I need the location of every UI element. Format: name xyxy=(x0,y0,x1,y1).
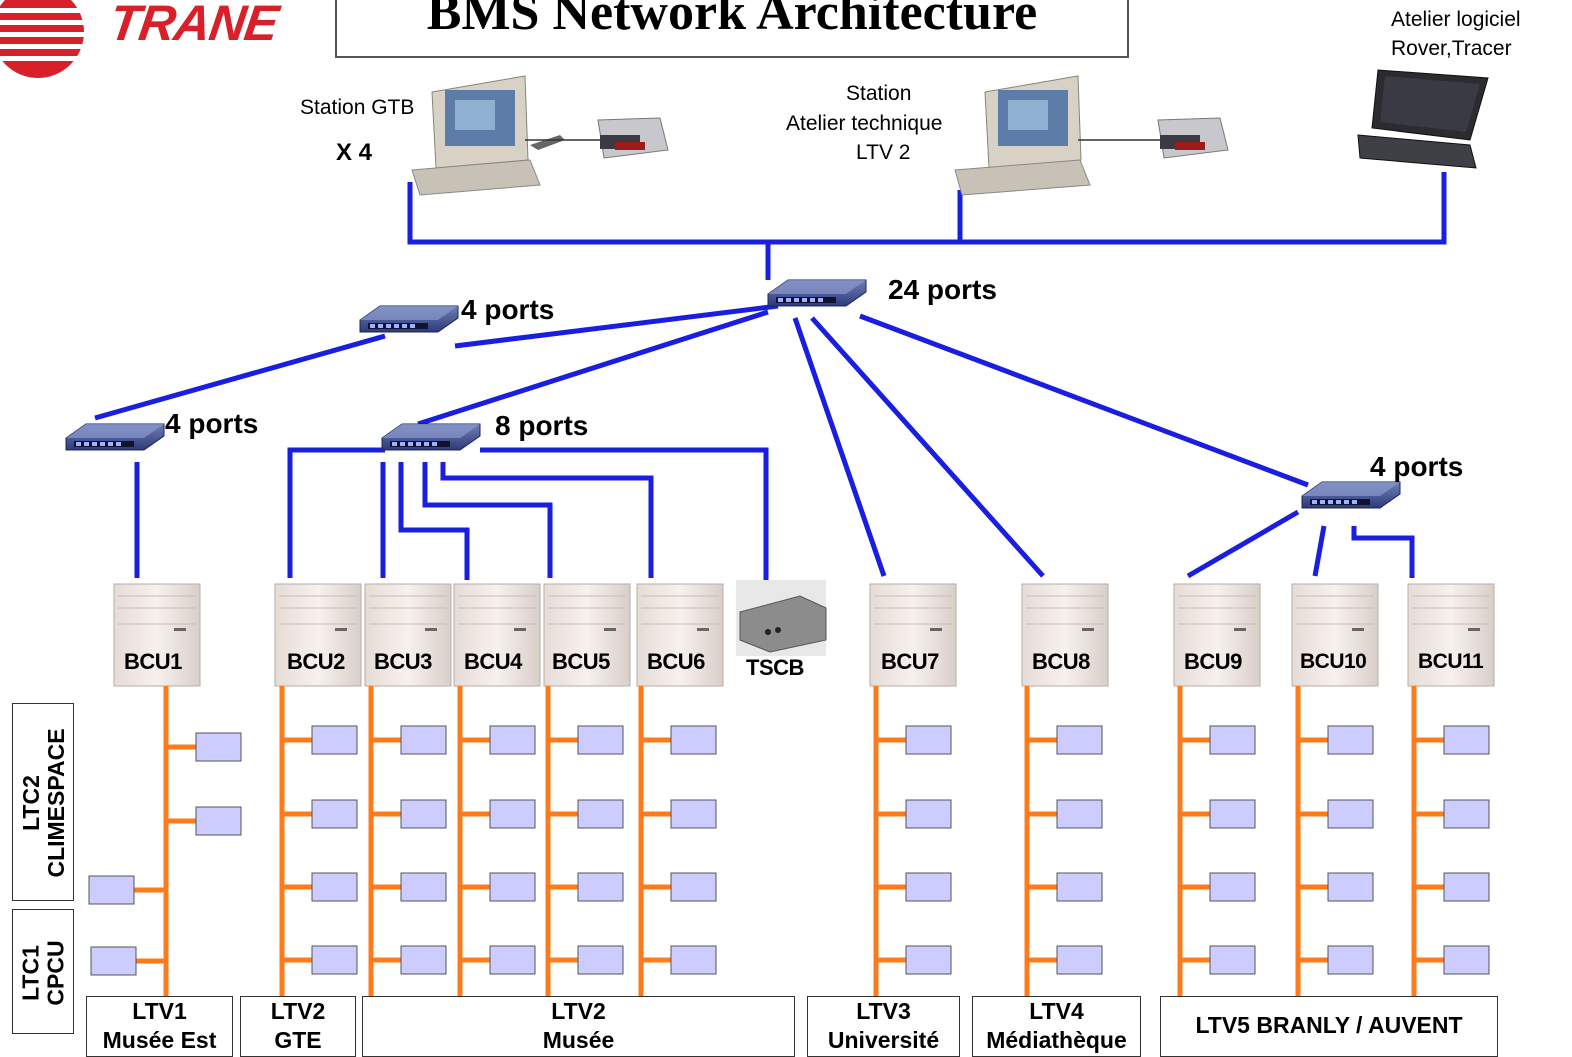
field-device-box xyxy=(670,725,717,755)
field-device-box xyxy=(195,732,242,762)
field-bus-stubs xyxy=(282,737,1444,963)
side-label-ltc2: LTC2 CLIMESPACE xyxy=(18,728,69,878)
field-device-box xyxy=(489,799,536,829)
side-label-ltc1-box: LTC1 CPCU xyxy=(12,909,74,1034)
field-device-box xyxy=(1443,945,1490,975)
side-label-ltc1: LTC1 CPCU xyxy=(17,940,69,1006)
field-device-box xyxy=(1443,725,1490,755)
controller-label-bcu4: BCU4 xyxy=(464,649,522,674)
controller-label-tscb: TSCB xyxy=(746,655,804,680)
field-device-box xyxy=(670,872,717,902)
switch-label-8-ports: 8 ports xyxy=(495,410,589,441)
field-device-box xyxy=(1327,872,1374,902)
field-device-box xyxy=(1327,725,1374,755)
field-device-box xyxy=(1327,799,1374,829)
atelier-workstation-icon xyxy=(954,75,1091,196)
field-device-box xyxy=(489,725,536,755)
field-device-box xyxy=(88,875,135,905)
field-device-box xyxy=(195,806,242,836)
atelier-station-label: Station xyxy=(846,82,912,105)
controller-label-bcu3: BCU3 xyxy=(374,649,432,674)
field-device-box xyxy=(1056,799,1103,829)
switch-label-4-ports: 4 ports xyxy=(1370,451,1464,482)
switch-label-24-ports: 24 ports xyxy=(888,274,997,305)
field-device-box xyxy=(90,946,137,976)
switch-24-ports-icon xyxy=(767,279,867,307)
tscb-device-icon xyxy=(736,580,827,656)
software-workstation-label: Atelier logiciel xyxy=(1391,8,1521,31)
field-device-box xyxy=(400,725,447,755)
field-device-box xyxy=(905,945,952,975)
field-device-box xyxy=(577,799,624,829)
field-device-box xyxy=(577,945,624,975)
printer-icon xyxy=(525,117,669,159)
field-device-box xyxy=(311,872,358,902)
controller-label-bcu8: BCU8 xyxy=(1032,649,1090,674)
switch-4-ports-icon xyxy=(65,423,165,451)
field-device-box xyxy=(311,799,358,829)
controller-label-bcu5: BCU5 xyxy=(552,649,610,674)
atelier-station-label: LTV 2 xyxy=(856,141,911,164)
field-devices xyxy=(88,725,1490,976)
field-device-box xyxy=(670,945,717,975)
field-device-box xyxy=(489,872,536,902)
zone-ltv5-branly-auvent: LTV5 BRANLY / AUVENT xyxy=(1160,996,1498,1057)
page-title: BMS Network Architecture xyxy=(426,0,1038,41)
controller-label-bcu6: BCU6 xyxy=(647,649,705,674)
field-device-box xyxy=(400,799,447,829)
field-device-box xyxy=(1209,945,1256,975)
field-device-box xyxy=(1209,725,1256,755)
switch-8-ports-icon xyxy=(381,423,481,451)
field-device-box xyxy=(1056,872,1103,902)
controller-label-bcu9: BCU9 xyxy=(1184,649,1242,674)
controller-label-bcu11: BCU11 xyxy=(1418,650,1484,673)
gtb-station-label: Station GTB xyxy=(300,96,415,119)
field-device-box xyxy=(311,725,358,755)
controller-label-bcu10: BCU10 xyxy=(1300,650,1367,673)
controller-label-bcu1: BCU1 xyxy=(124,649,182,674)
field-device-box xyxy=(400,872,447,902)
field-device-box xyxy=(400,945,447,975)
field-device-box xyxy=(1056,945,1103,975)
switch-4-ports-icon xyxy=(1301,481,1401,509)
atelier-station-label: Atelier technique xyxy=(786,112,943,135)
laptop-icon xyxy=(1357,69,1489,169)
field-device-box xyxy=(489,945,536,975)
field-device-box xyxy=(905,799,952,829)
field-device-box xyxy=(670,799,717,829)
field-device-box xyxy=(905,872,952,902)
title-frame: BMS Network Architecture xyxy=(335,0,1129,58)
field-device-box xyxy=(1443,872,1490,902)
side-label-ltc2-box: LTC2 CLIMESPACE xyxy=(12,703,74,901)
field-device-box xyxy=(1056,725,1103,755)
switch-label-4-ports: 4 ports xyxy=(165,408,259,439)
controller-label-bcu7: BCU7 xyxy=(881,649,939,674)
trane-logo-mark xyxy=(0,0,90,78)
field-device-box xyxy=(311,945,358,975)
field-device-box xyxy=(1443,799,1490,829)
field-device-box xyxy=(577,872,624,902)
controller-label-bcu2: BCU2 xyxy=(287,649,345,674)
field-device-box xyxy=(905,725,952,755)
field-device-box xyxy=(577,725,624,755)
switch-4-ports-icon xyxy=(359,305,459,333)
printer-icon xyxy=(1078,117,1229,159)
software-workstation-label: Rover,Tracer xyxy=(1391,37,1512,60)
trane-logo-text: TRANE xyxy=(106,0,282,51)
field-device-box xyxy=(1209,872,1256,902)
gtb-workstation-icon xyxy=(411,75,565,196)
field-device-box xyxy=(1209,799,1256,829)
ethernet-network-lines xyxy=(94,172,1447,580)
field-device-box xyxy=(1327,945,1374,975)
gtb-station-count: X 4 xyxy=(336,139,373,166)
switch-label-4-ports: 4 ports xyxy=(461,294,555,325)
